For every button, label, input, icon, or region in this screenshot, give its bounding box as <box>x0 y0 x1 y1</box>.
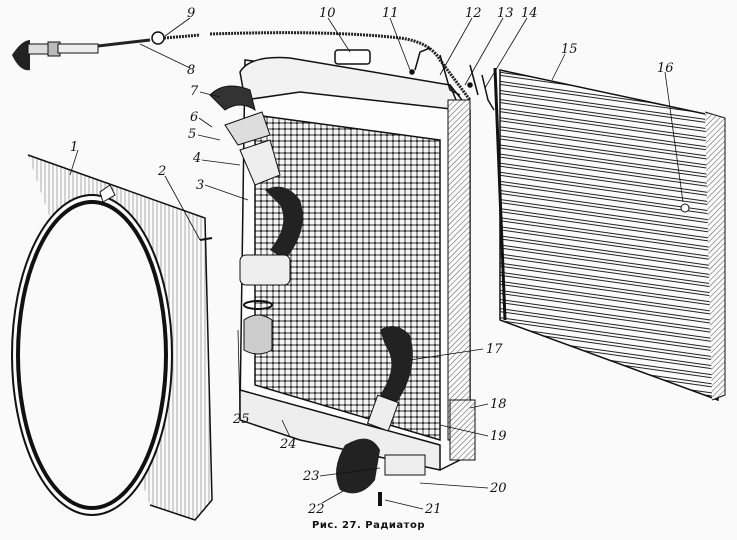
callout-13: 13 <box>497 6 514 21</box>
figure-caption: Рис. 27. Радиатор <box>312 520 425 531</box>
callout-19: 19 <box>490 429 507 444</box>
callout-2: 2 <box>158 164 167 179</box>
callout-21: 21 <box>425 502 442 517</box>
callout-7: 7 <box>190 84 199 99</box>
callout-20: 20 <box>490 481 507 496</box>
leader-lines <box>69 17 684 510</box>
callout-23: 23 <box>303 469 320 484</box>
callout-4: 4 <box>193 151 202 166</box>
callout-9: 9 <box>187 6 196 21</box>
callout-10: 10 <box>319 6 336 21</box>
callout-15: 15 <box>561 42 578 57</box>
lower-hose <box>336 326 426 506</box>
callout-22: 22 <box>308 502 325 517</box>
callout-25: 25 <box>233 412 250 427</box>
callout-3: 3 <box>196 178 205 193</box>
callout-16: 16 <box>657 61 674 76</box>
control-cable <box>12 31 472 101</box>
callout-24: 24 <box>280 437 297 452</box>
callout-8: 8 <box>187 63 196 78</box>
fan-shroud <box>11 154 213 521</box>
callout-12: 12 <box>465 6 482 21</box>
filler-cap <box>334 49 371 65</box>
callout-1: 1 <box>70 140 79 155</box>
shutter-control-linkage <box>409 47 495 111</box>
radiator-shutter <box>493 67 726 402</box>
callout-11: 11 <box>382 6 399 21</box>
callout-5: 5 <box>188 127 197 142</box>
callout-6: 6 <box>190 110 199 125</box>
callout-17: 17 <box>486 342 503 357</box>
radiator-core <box>239 49 476 471</box>
upper-hose <box>209 85 303 355</box>
callout-18: 18 <box>490 397 507 412</box>
callout-14: 14 <box>521 6 538 21</box>
